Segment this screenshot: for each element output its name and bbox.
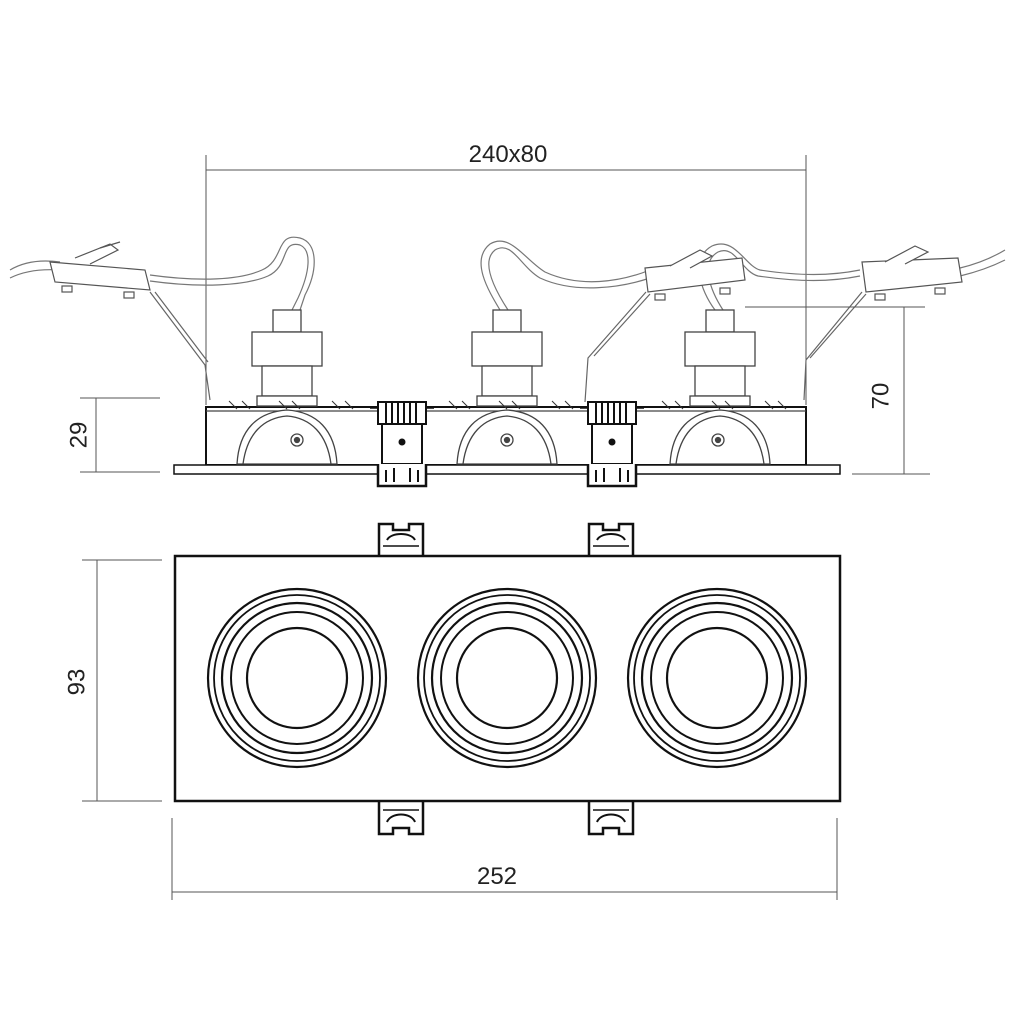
terminal-block-right [861, 245, 963, 301]
clip-bottom-right [587, 802, 635, 836]
spring-clip-icon [580, 401, 644, 488]
lamp-top-1 [206, 587, 388, 769]
terminal-block-mid [644, 249, 746, 301]
top-view: 93 252 [63, 522, 842, 900]
lamp-top-3 [626, 587, 808, 769]
clip-top-right [587, 522, 635, 556]
lamp-side-1 [228, 309, 354, 465]
dimension-cutout-label: 240x80 [469, 141, 548, 168]
dimension-length-label: 252 [477, 863, 517, 890]
lamp-side-2 [448, 309, 574, 465]
spring-clip-icon [370, 401, 434, 488]
spring-arms [149, 291, 867, 403]
lamp-side-3 [661, 309, 787, 465]
dimension-depth-visible: 29 [65, 397, 160, 473]
dimension-width-label: 93 [63, 669, 90, 696]
dimension-depth-visible-label: 29 [65, 422, 92, 449]
dimension-depth-total: 70 [745, 306, 930, 475]
wire-middle [480, 240, 651, 311]
dimension-width: 93 [63, 559, 162, 802]
dimension-cutout: 240x80 [205, 141, 807, 405]
dimension-length: 252 [171, 818, 838, 900]
side-flange [173, 464, 841, 475]
lamp-top-2 [416, 587, 598, 769]
clip-top-left [377, 522, 425, 556]
terminal-block-left [49, 241, 151, 299]
clip-bottom-left [377, 802, 425, 836]
dimension-depth-total-label: 70 [867, 383, 894, 410]
side-view: 240x80 [9, 141, 1006, 488]
